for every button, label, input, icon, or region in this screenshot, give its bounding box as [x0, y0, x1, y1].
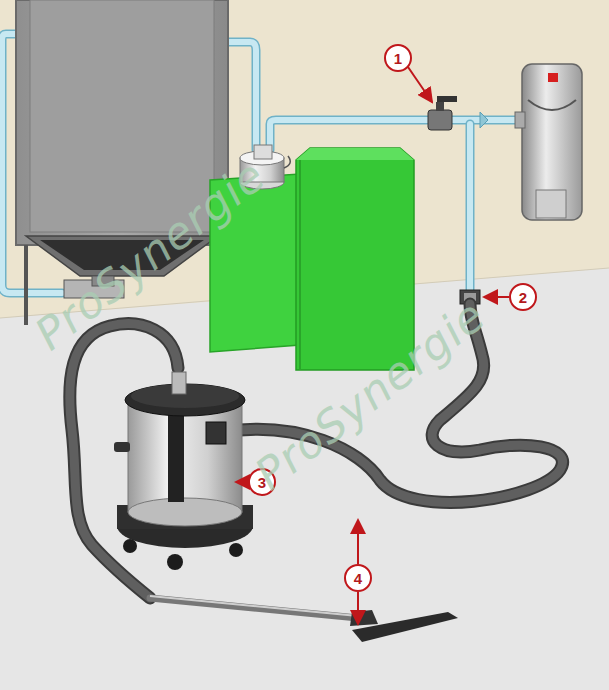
callout-leaders [236, 45, 536, 624]
floor-nozzle [150, 596, 458, 642]
callout-number: 2 [519, 290, 527, 305]
callout-number: 4 [354, 571, 362, 586]
ash-vacuum [114, 372, 253, 570]
valve [428, 96, 488, 130]
central-vacuum-unit [515, 64, 582, 220]
callout-number: 1 [394, 51, 402, 66]
